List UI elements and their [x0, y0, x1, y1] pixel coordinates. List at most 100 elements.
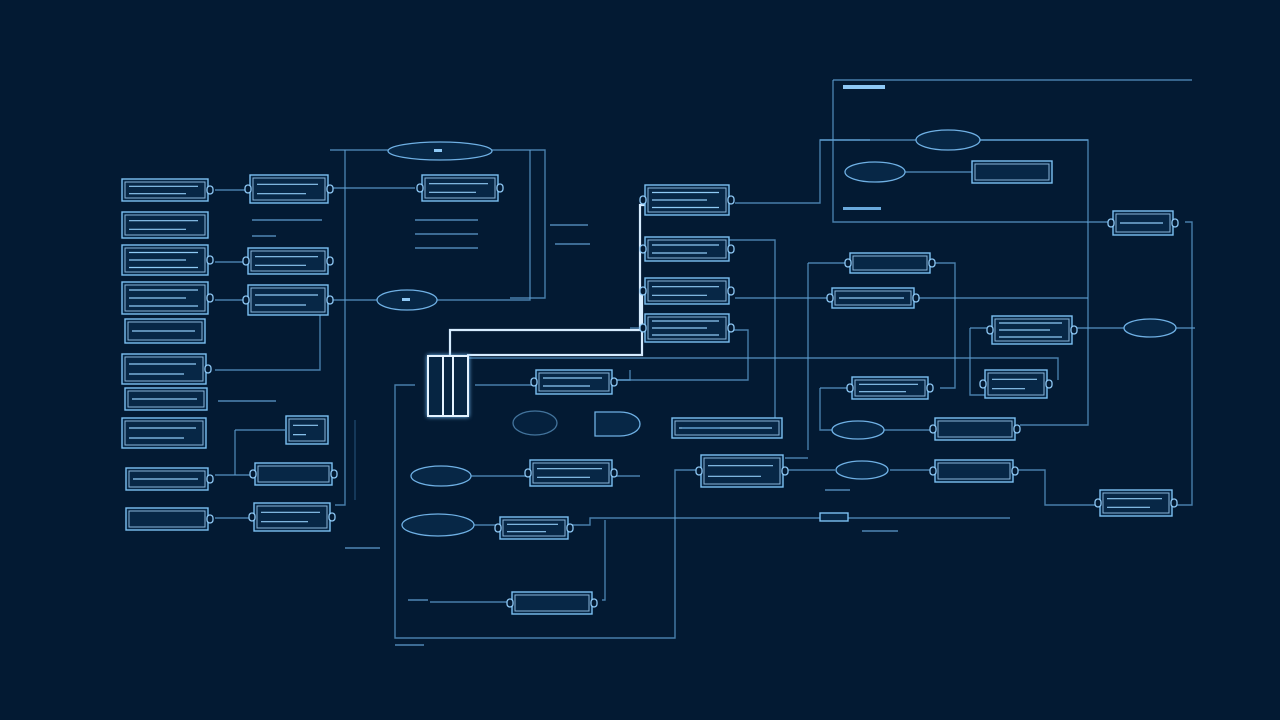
- output-port[interactable]: [326, 256, 334, 266]
- process-node[interactable]: [639, 277, 735, 305]
- small-node[interactable]: [819, 512, 849, 522]
- output-port[interactable]: [330, 469, 338, 479]
- process-node[interactable]: [826, 287, 920, 309]
- input-port[interactable]: [846, 383, 854, 393]
- output-port[interactable]: [328, 512, 336, 522]
- process-node[interactable]: [285, 415, 329, 445]
- output-port[interactable]: [781, 466, 789, 476]
- ellipse-node[interactable]: [410, 465, 472, 487]
- ellipse-node[interactable]: [401, 513, 475, 537]
- ellipse-node[interactable]: [915, 129, 981, 151]
- input-port[interactable]: [242, 256, 250, 266]
- output-port[interactable]: [206, 474, 214, 484]
- process-node[interactable]: [416, 174, 504, 202]
- input-port[interactable]: [844, 258, 852, 268]
- process-node[interactable]: [506, 591, 598, 615]
- output-port[interactable]: [727, 323, 735, 333]
- process-node[interactable]: [1094, 489, 1178, 517]
- input-port[interactable]: [639, 244, 647, 254]
- input-port[interactable]: [695, 466, 703, 476]
- process-node[interactable]: [971, 160, 1053, 184]
- input-port[interactable]: [929, 424, 937, 434]
- process-node[interactable]: [639, 236, 735, 262]
- output-port[interactable]: [727, 244, 735, 254]
- input-port[interactable]: [979, 379, 987, 389]
- output-port[interactable]: [610, 468, 618, 478]
- process-node[interactable]: [244, 174, 334, 204]
- output-port[interactable]: [610, 377, 618, 387]
- output-port[interactable]: [1170, 498, 1178, 508]
- process-node[interactable]: [242, 284, 334, 316]
- output-port[interactable]: [727, 286, 735, 296]
- process-node[interactable]: [929, 459, 1019, 483]
- output-port[interactable]: [206, 514, 214, 524]
- process-node[interactable]: [846, 376, 934, 400]
- process-node[interactable]: [530, 369, 618, 395]
- output-port[interactable]: [496, 183, 504, 193]
- ellipse-node[interactable]: [835, 460, 889, 480]
- process-node[interactable]: [695, 454, 789, 488]
- process-node[interactable]: [494, 516, 574, 540]
- input-port[interactable]: [986, 325, 994, 335]
- input-port[interactable]: [639, 323, 647, 333]
- input-port[interactable]: [826, 293, 834, 303]
- input-port[interactable]: [1107, 218, 1115, 228]
- process-node[interactable]: [121, 211, 209, 239]
- output-port[interactable]: [204, 364, 212, 374]
- process-node[interactable]: [121, 353, 212, 385]
- process-node[interactable]: [639, 313, 735, 343]
- central-junction-block[interactable]: [427, 355, 469, 417]
- input-port[interactable]: [248, 512, 256, 522]
- ellipse-node[interactable]: [512, 410, 558, 436]
- process-node[interactable]: [124, 318, 206, 344]
- output-port[interactable]: [326, 184, 334, 194]
- output-port[interactable]: [727, 195, 735, 205]
- input-port[interactable]: [639, 195, 647, 205]
- output-port[interactable]: [326, 295, 334, 305]
- output-port[interactable]: [1013, 424, 1021, 434]
- process-node[interactable]: [986, 315, 1078, 345]
- output-port[interactable]: [566, 523, 574, 533]
- ellipse-node[interactable]: [831, 420, 885, 440]
- output-port[interactable]: [206, 293, 214, 303]
- process-node[interactable]: [121, 244, 214, 276]
- output-port[interactable]: [1011, 466, 1019, 476]
- process-node[interactable]: [121, 178, 214, 202]
- process-node[interactable]: [249, 462, 338, 486]
- input-port[interactable]: [416, 183, 424, 193]
- process-node[interactable]: [121, 417, 207, 449]
- output-port[interactable]: [926, 383, 934, 393]
- input-port[interactable]: [1094, 498, 1102, 508]
- output-port[interactable]: [928, 258, 936, 268]
- output-port[interactable]: [1070, 325, 1078, 335]
- process-node[interactable]: [124, 387, 208, 411]
- process-node[interactable]: [121, 281, 214, 315]
- process-node[interactable]: [125, 507, 214, 531]
- output-port[interactable]: [590, 598, 598, 608]
- input-port[interactable]: [506, 598, 514, 608]
- input-port[interactable]: [494, 523, 502, 533]
- output-port[interactable]: [206, 185, 214, 195]
- process-node[interactable]: [125, 467, 214, 491]
- process-node[interactable]: [1107, 210, 1179, 236]
- input-port[interactable]: [639, 286, 647, 296]
- input-port[interactable]: [244, 184, 252, 194]
- process-node[interactable]: [242, 247, 334, 275]
- input-port[interactable]: [530, 377, 538, 387]
- output-port[interactable]: [912, 293, 920, 303]
- process-node[interactable]: [639, 184, 735, 216]
- input-port[interactable]: [242, 295, 250, 305]
- output-port[interactable]: [206, 255, 214, 265]
- ellipse-node[interactable]: [844, 161, 906, 183]
- input-port[interactable]: [249, 469, 257, 479]
- process-node[interactable]: [929, 417, 1021, 441]
- process-node[interactable]: [524, 459, 618, 487]
- output-port[interactable]: [1045, 379, 1053, 389]
- output-port[interactable]: [1171, 218, 1179, 228]
- process-node[interactable]: [248, 502, 336, 532]
- input-port[interactable]: [524, 468, 532, 478]
- decision-node[interactable]: [594, 411, 641, 437]
- process-node[interactable]: [979, 369, 1053, 399]
- input-port[interactable]: [929, 466, 937, 476]
- ellipse-node[interactable]: [1123, 318, 1177, 338]
